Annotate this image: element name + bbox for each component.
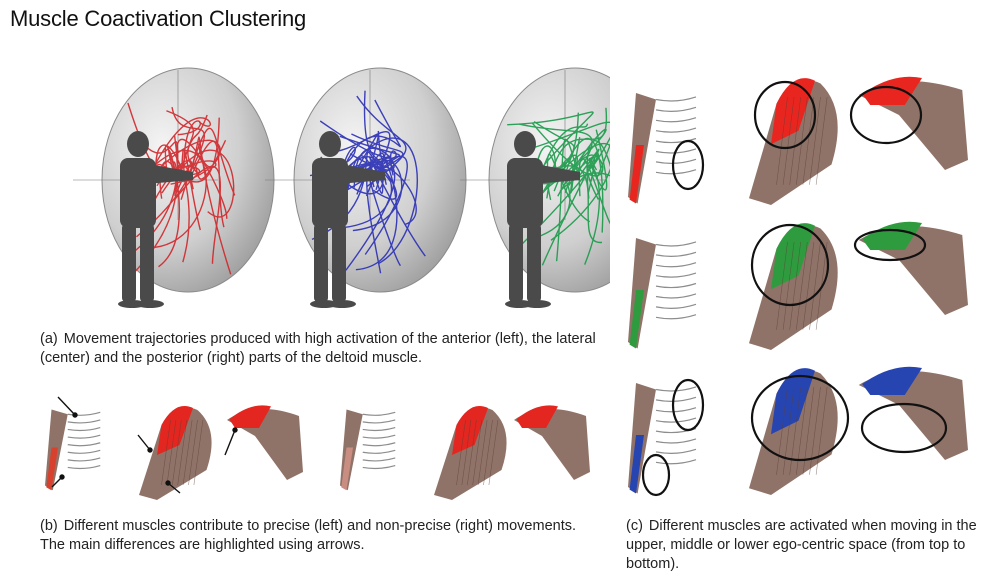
highlight-ovals-middle (750, 223, 927, 307)
trajectory-spheres-svg (73, 67, 610, 308)
anatomy-c-lower-front (628, 383, 697, 494)
page-title: Muscle Coactivation Clustering (10, 6, 307, 31)
caption-a-label: (a) (40, 331, 58, 347)
caption-c-label: (c) (626, 518, 643, 534)
anatomy-b-precise-back (227, 405, 303, 480)
caption-c: (c)Different muscles are activated when … (626, 517, 986, 574)
caption-c-text: Different muscles are activated when mov… (626, 518, 977, 572)
highlight-arrows (51, 396, 238, 494)
anatomy-b-nonprecise-front (340, 409, 396, 491)
anatomy-c-upper-front (628, 93, 697, 204)
muscle-comparison-svg (45, 396, 590, 500)
anatomy-c-upper-side (749, 78, 838, 205)
caption-b: (b)Different muscles contribute to preci… (40, 517, 600, 555)
anatomy-c-lower-side (749, 368, 838, 495)
egocentric-space-svg (628, 76, 968, 497)
human-silhouette-lateral (310, 131, 385, 308)
anatomy-c-middle-front (628, 238, 697, 349)
anatomy-c-middle-back (858, 221, 968, 315)
egocentric-space-figure (628, 70, 973, 500)
caption-b-text: Different muscles contribute to precise … (40, 518, 577, 553)
sphere-lateral (265, 67, 467, 308)
egocentric-row-middle (628, 221, 968, 350)
egocentric-row-upper (628, 76, 968, 205)
highlight-ovals-lower (641, 374, 948, 497)
highlight-ovals-upper (671, 80, 923, 191)
human-silhouette-anterior (118, 131, 193, 308)
trajectory-figure (30, 60, 610, 325)
caption-b-label: (b) (40, 518, 58, 534)
human-silhouette-posterior (505, 131, 580, 308)
sphere-anterior (73, 67, 275, 308)
caption-a: (a)Movement trajectories produced with h… (40, 330, 600, 368)
egocentric-row-lower (628, 366, 968, 497)
caption-a-text: Movement trajectories produced with high… (40, 331, 596, 366)
anatomy-c-middle-side (749, 223, 838, 350)
sphere-posterior (460, 67, 610, 308)
anatomy-c-lower-back (858, 366, 968, 460)
muscle-comparison-figure (40, 395, 600, 505)
anatomy-b-nonprecise-back (514, 405, 590, 480)
anatomy-c-upper-back (858, 76, 968, 170)
anatomy-b-precise-side (139, 406, 212, 500)
anatomy-b-nonprecise-side (434, 406, 507, 500)
anatomy-b-precise-front (45, 409, 101, 491)
